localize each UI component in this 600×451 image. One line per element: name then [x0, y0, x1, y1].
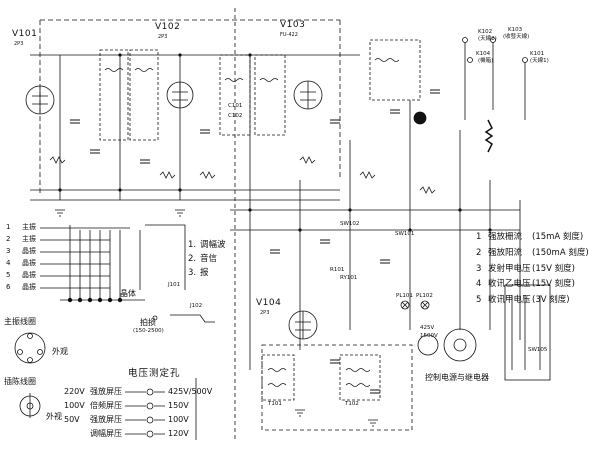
k101-sub: (天線1): [530, 58, 549, 64]
meter-legend-range: (3V 刻度): [532, 295, 570, 305]
terminal-num: 1: [6, 223, 11, 231]
terminal-num: 2: [6, 235, 11, 243]
v425-label: 425V: [420, 325, 435, 331]
voltage-row-value: 120V: [168, 429, 189, 438]
meter-legend-range: (150mA 刻度): [532, 248, 589, 258]
meter-legend-label: 收讯乙电压: [488, 279, 531, 289]
meter-legend-range: (15V 刻度): [532, 279, 575, 289]
meter-legend-label: 收讯甲电压: [488, 295, 531, 305]
meter-legend-label: 强放阳流: [488, 248, 523, 258]
voltage-row-value: 425V/500V: [168, 387, 213, 396]
voltage-row-desc: 强放屏压: [90, 387, 122, 396]
v103-model: FU-422: [280, 32, 298, 38]
mode-label: 音信: [200, 254, 218, 264]
meter-legend-range: (15V 刻度): [532, 264, 575, 274]
terminal-label: 主振: [22, 235, 36, 243]
voltage-row-value: 150V: [168, 401, 189, 410]
k103-sub: (收發天線): [503, 34, 530, 40]
mode-num: 3.: [188, 268, 197, 278]
key-sub: (150-2500): [133, 328, 164, 334]
mode-label: 报: [200, 268, 209, 278]
terminal-label: 晶振: [22, 283, 36, 291]
terminal-num: 5: [6, 271, 11, 279]
mode-num: 2.: [188, 254, 197, 264]
sw105-label: SW105: [528, 347, 548, 353]
main-crystal-view: 外观: [52, 347, 68, 356]
voltage-row-input: 50V: [64, 415, 80, 424]
k101-label: K101: [530, 51, 545, 57]
j102-label: J102: [190, 303, 203, 309]
voltage-row-input: 100V: [64, 401, 85, 410]
v102-model: 2P3: [158, 34, 168, 40]
main-crystal-title: 主振线圈: [4, 317, 36, 326]
front-crystal-title: 插陈线圈: [4, 377, 36, 386]
meter-legend-num: 1: [476, 232, 482, 242]
terminal-num: 3: [6, 247, 11, 255]
v104-label: V104: [256, 298, 282, 308]
voltage-row-input: 220V: [64, 387, 85, 396]
j101-label: J101: [168, 282, 181, 288]
t102-label: T102: [345, 401, 359, 407]
k102-label: K102: [478, 29, 493, 35]
meter-legend-num: 4: [476, 279, 482, 289]
meter-legend-num: 2: [476, 248, 482, 258]
mode-label: 调幅波: [200, 240, 226, 250]
k104-label: K104: [476, 51, 491, 57]
c102-label: C102: [228, 113, 243, 119]
terminal-num: 4: [6, 259, 11, 267]
k103-label: K103: [508, 27, 523, 33]
voltage-row-desc: 调幅屏压: [90, 429, 122, 438]
v104-model: 2P3: [260, 310, 270, 316]
k104-sub: (機箱): [478, 58, 494, 64]
crystal-label: 晶体: [120, 289, 136, 298]
key-label: 拍损: [140, 318, 156, 327]
relay-label: 控制电源与继电器: [425, 373, 489, 382]
v101-model: 2P3: [14, 41, 24, 47]
v102-label: V102: [155, 22, 181, 32]
t101-label: T101: [268, 401, 282, 407]
pl101-label: PL101: [396, 293, 413, 299]
v1500-label: 1500V: [420, 333, 438, 339]
terminal-label: 晶振: [22, 271, 36, 279]
meter-legend-num: 5: [476, 295, 482, 305]
meter-legend-label: 强放栅流: [488, 232, 523, 242]
front-crystal-view: 外视: [46, 412, 62, 421]
ry101-label: RY101: [340, 275, 358, 281]
terminal-num: 6: [6, 283, 11, 291]
terminal-label: 主振: [22, 223, 36, 231]
meter-legend-range: (15mA 刻度): [532, 232, 584, 242]
meter-legend-label: 发射甲电压: [488, 264, 531, 274]
voltage-row-desc: 倍频屏压: [90, 401, 122, 410]
voltage-row-desc: 强放屏压: [90, 415, 122, 424]
pl102-label: PL102: [416, 293, 433, 299]
mode-num: 1.: [188, 240, 197, 250]
r101-label: R101: [330, 267, 345, 273]
voltage-table-title: 电压测定孔: [128, 368, 181, 379]
sw101-label: SW101: [395, 231, 415, 237]
voltage-row-value: 100V: [168, 415, 189, 424]
meter-legend-num: 3: [476, 264, 482, 274]
c101-label: C101: [228, 103, 243, 109]
terminal-label: 晶振: [22, 247, 36, 255]
terminal-label: 晶振: [22, 259, 36, 267]
v101-label: V101: [12, 29, 38, 39]
k102-sub: (天線2): [478, 36, 497, 42]
sw102-label: SW102: [340, 221, 360, 227]
v103-label: V103: [280, 20, 306, 30]
